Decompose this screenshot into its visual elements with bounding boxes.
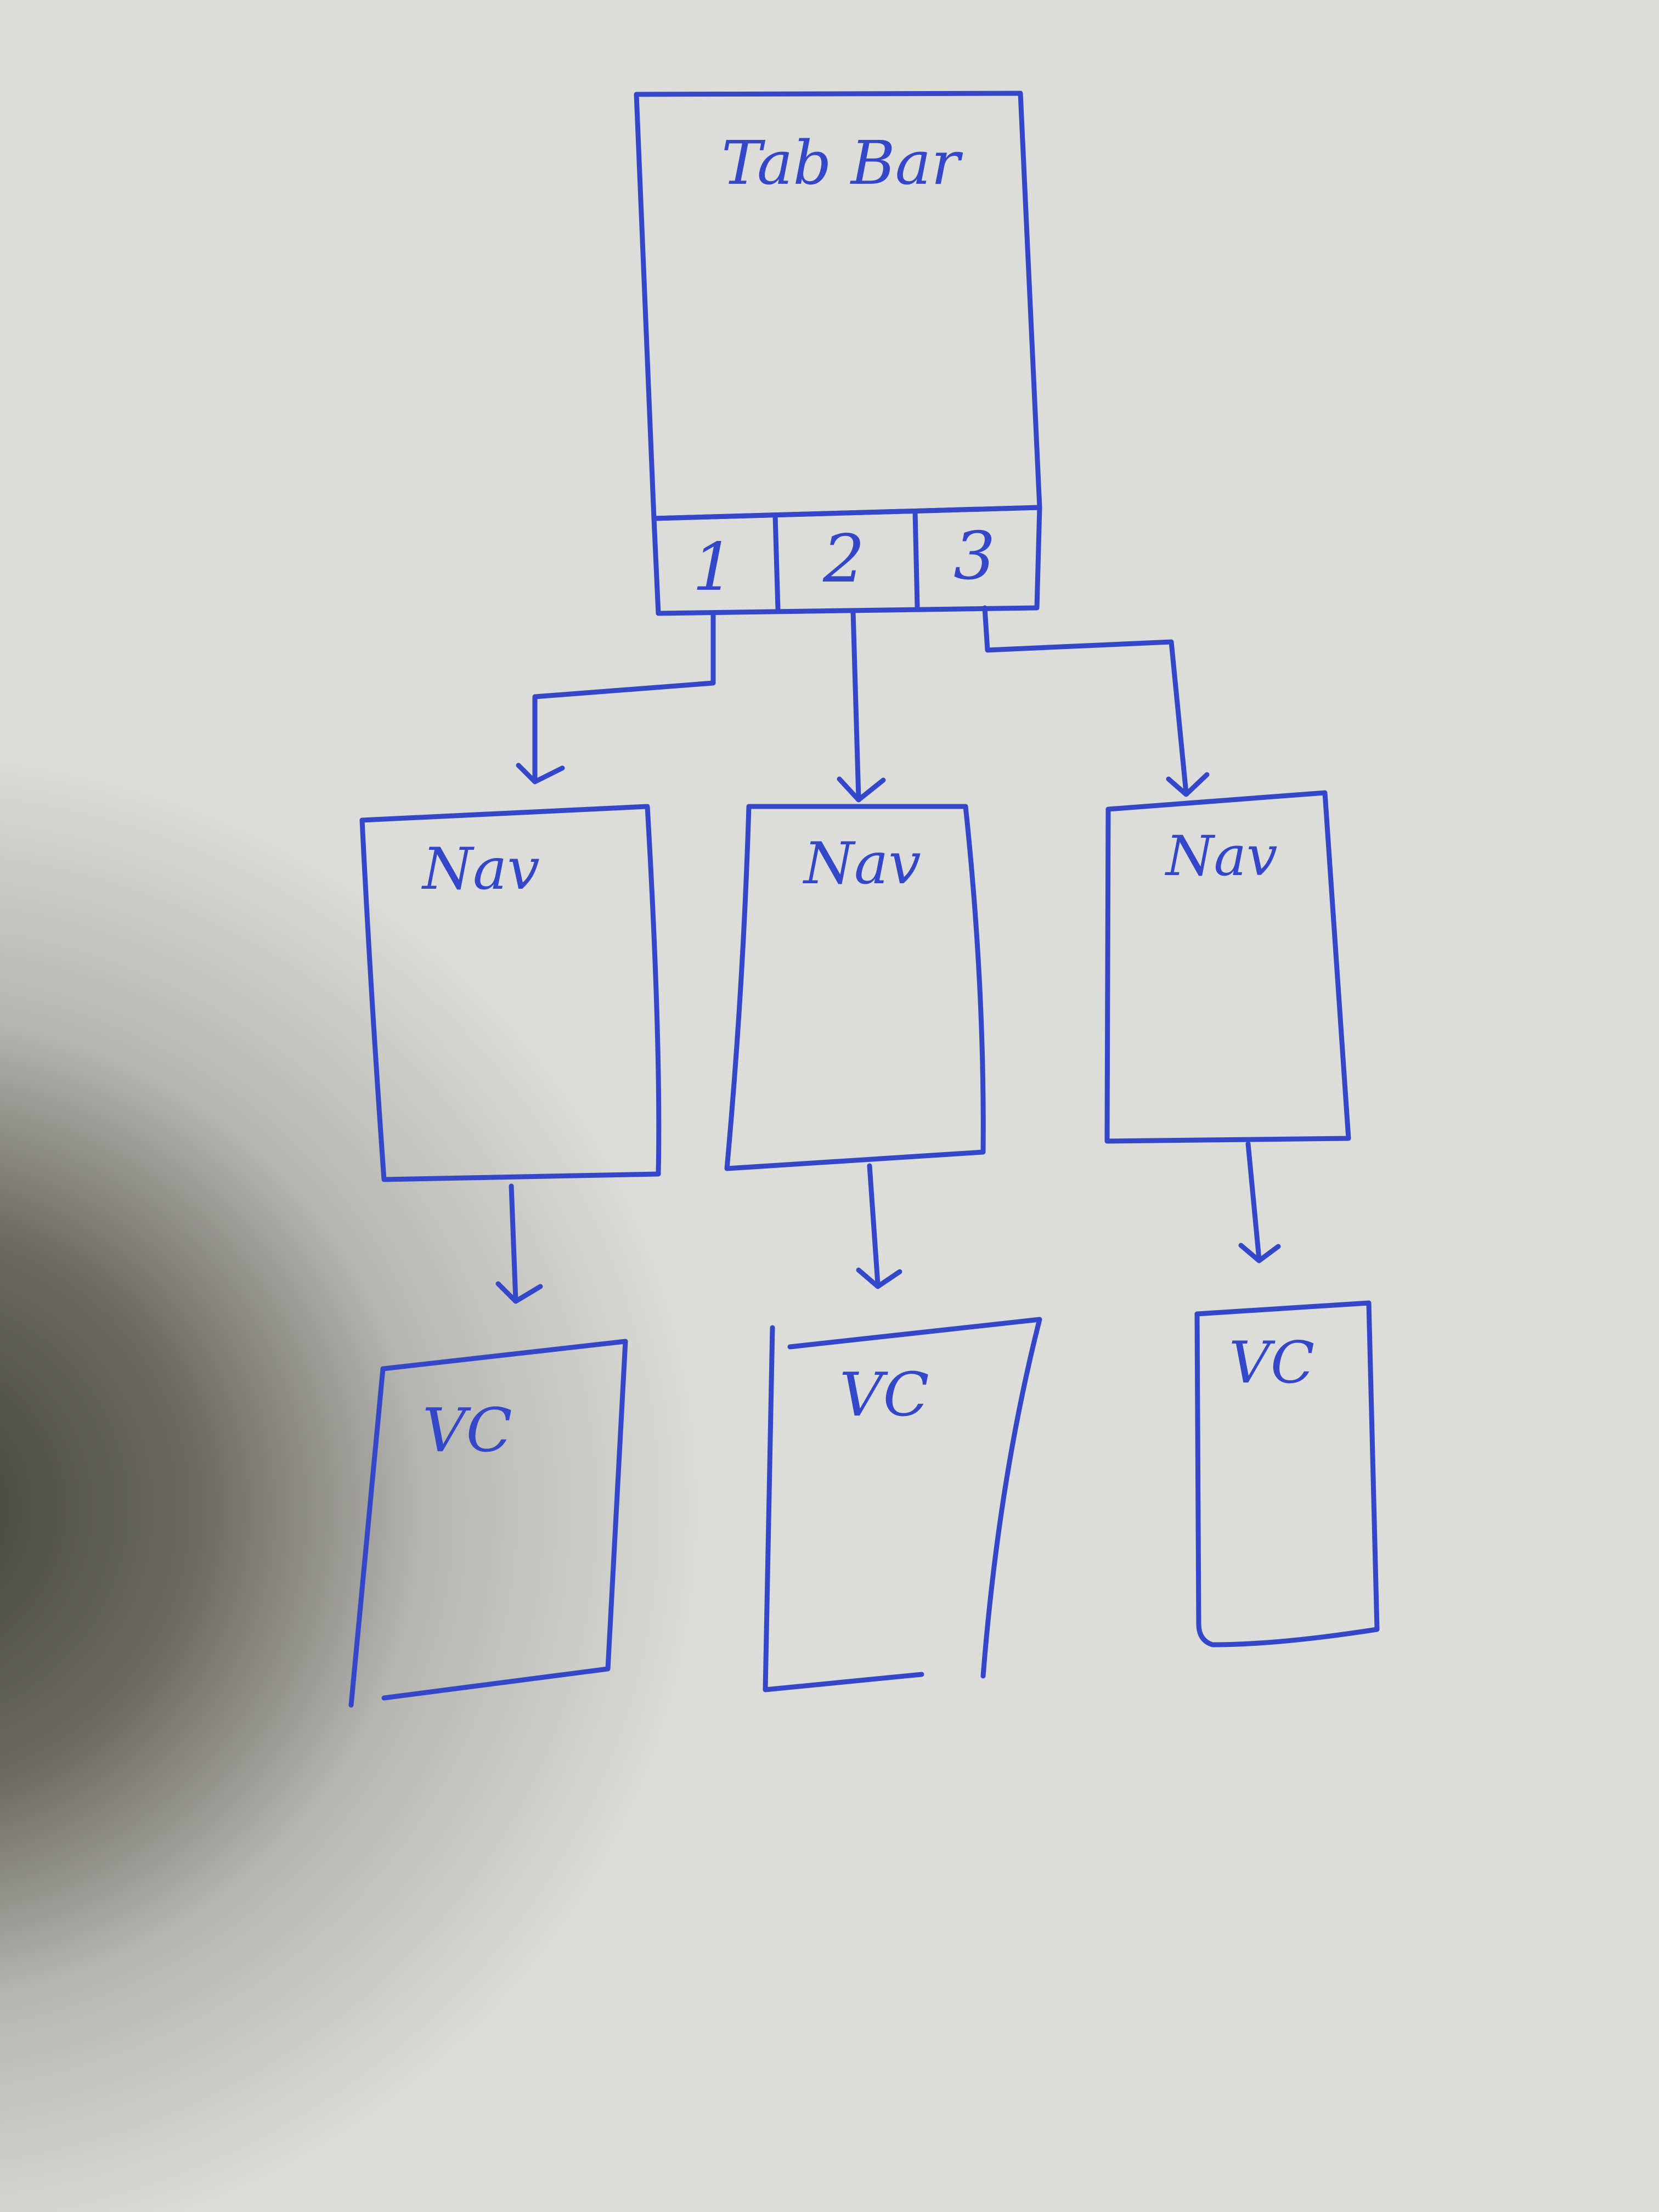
vc-2-label: VC (839, 1359, 929, 1430)
vc-box-1: VC (348, 1339, 628, 1708)
edge-tab-2-nav-2 (837, 609, 886, 803)
vc-box-2: VC (763, 1317, 1042, 1692)
tab-1-label: 1 (692, 529, 734, 606)
nav-3-label: Nav (1165, 824, 1278, 888)
tab-bar-label: Tab Bar (721, 128, 963, 198)
tab-2-label: 2 (822, 521, 865, 597)
tab-bar-box: Tab Bar (634, 91, 1042, 521)
nav-1-label: Nav (421, 836, 540, 902)
edge-tab-1-nav-1 (516, 612, 716, 785)
tab-3-label: 3 (953, 518, 995, 595)
nav-box-1: Nav (359, 804, 662, 1182)
vc-box-3: VC (1194, 1300, 1380, 1647)
edge-nav-1-vc-1 (495, 1183, 543, 1304)
nav-box-2: Nav (724, 804, 986, 1171)
edge-nav-3-vc-3 (1238, 1141, 1281, 1263)
vc-3-label: VC (1229, 1329, 1314, 1396)
nav-2-label: Nav (802, 830, 921, 897)
tab-strip: 1 2 3 (651, 505, 1042, 616)
edge-nav-2-vc-2 (856, 1163, 902, 1289)
vc-1-label: VC (422, 1395, 512, 1465)
edge-tab-3-nav-3 (982, 605, 1210, 797)
nav-box-3: Nav (1104, 790, 1351, 1144)
